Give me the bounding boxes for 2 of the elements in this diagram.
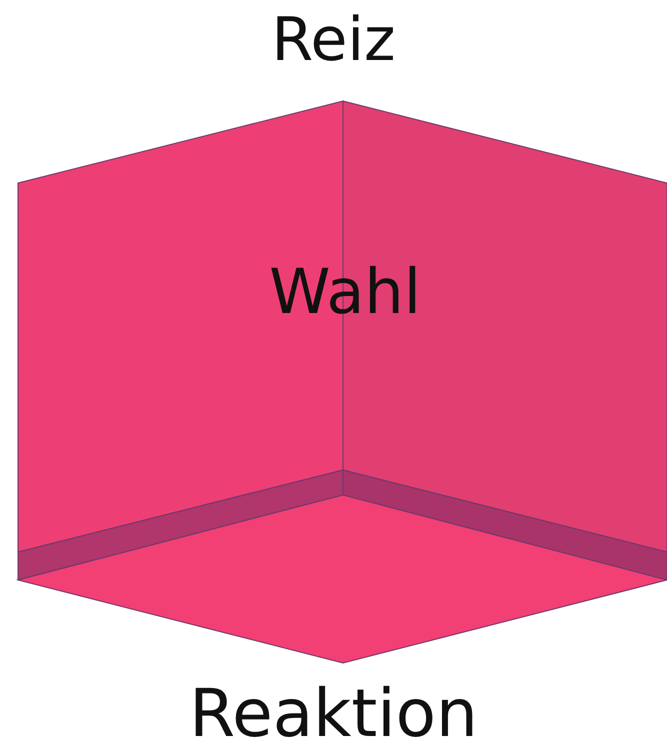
- caption-text: Reaktion: [188, 675, 479, 750]
- caption-text: Reiz: [270, 5, 397, 75]
